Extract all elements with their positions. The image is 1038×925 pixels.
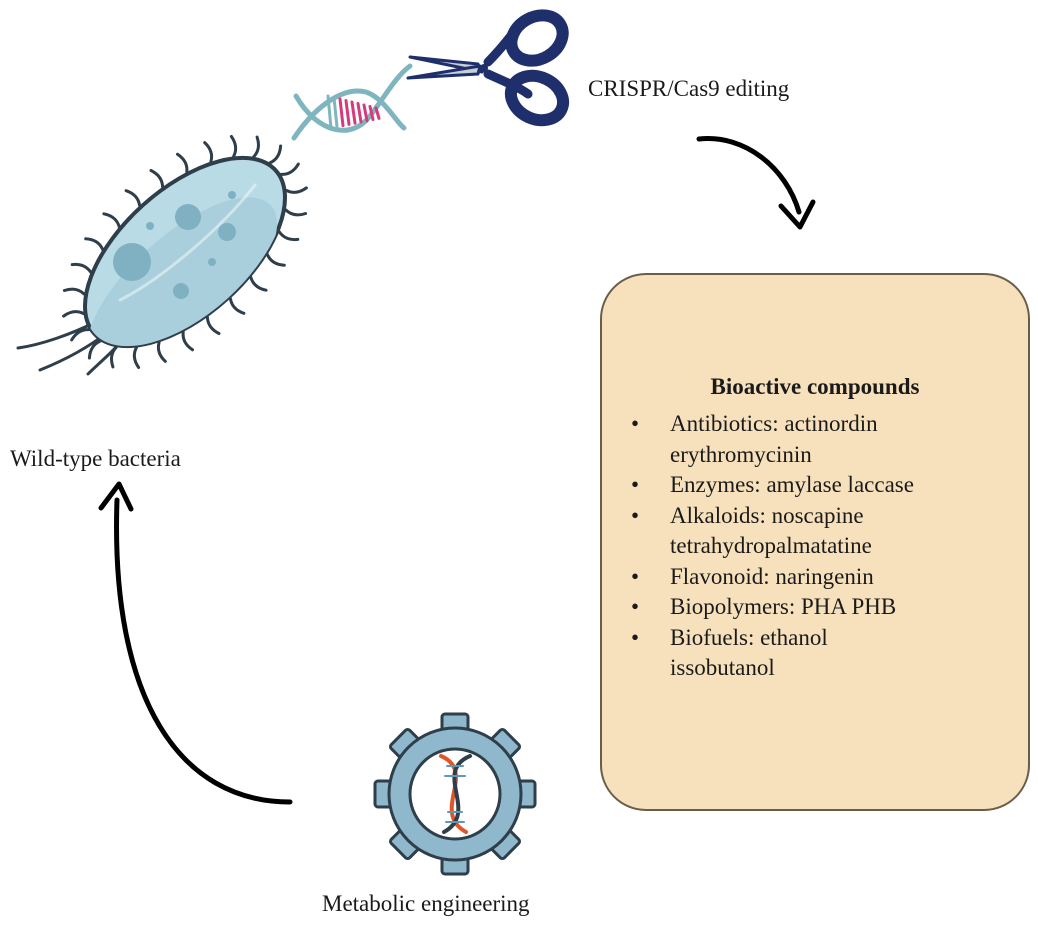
item-text: Biopolymers: PHA PHB [670, 594, 897, 619]
item-text: Enzymes: amylase laccase [670, 472, 914, 497]
item-text: Biofuels: ethanol [670, 624, 828, 650]
bioactive-compounds-box: Bioactive compounds Antibiotics: actinor… [600, 273, 1030, 811]
item-text: Alkaloids: noscapine [670, 502, 864, 528]
list-item: Alkaloids: noscapine tetrahydropalmatatin… [628, 501, 914, 562]
compound-list: Antibiotics: actinordin erythromycinin En… [628, 409, 914, 684]
item-continuation: issobutanol [670, 655, 775, 680]
list-item: Biopolymers: PHA PHB [628, 592, 914, 623]
list-item: Enzymes: amylase laccase [628, 470, 914, 501]
list-item: Antibiotics: actinordin erythromycinin [628, 409, 914, 470]
metabolic-engineering-label: Metabolic engineering [322, 891, 530, 916]
list-item: Biofuels: ethanol issobutanol [628, 623, 914, 684]
item-continuation: tetrahydropalmatatine [670, 533, 872, 558]
wild-type-bacteria-label: Wild-type bacteria [10, 446, 181, 471]
box-title: Bioactive compounds [710, 374, 920, 399]
gear-dna-icon [373, 712, 537, 876]
arrow-icon [98, 481, 293, 805]
scissors-icon [406, 9, 570, 127]
bacterium-icon [16, 135, 308, 376]
item-text: Flavonoid: naringenin [670, 563, 874, 589]
arrow-icon [696, 136, 816, 230]
list-item: Flavonoid: naringenin [628, 562, 914, 593]
item-continuation: erythromycinin [670, 441, 812, 467]
dna-helix-icon [291, 63, 413, 141]
crispr-editing-label: CRISPR/Cas9 editing [588, 76, 790, 101]
item-text: Antibiotics: actinordin [670, 411, 878, 436]
